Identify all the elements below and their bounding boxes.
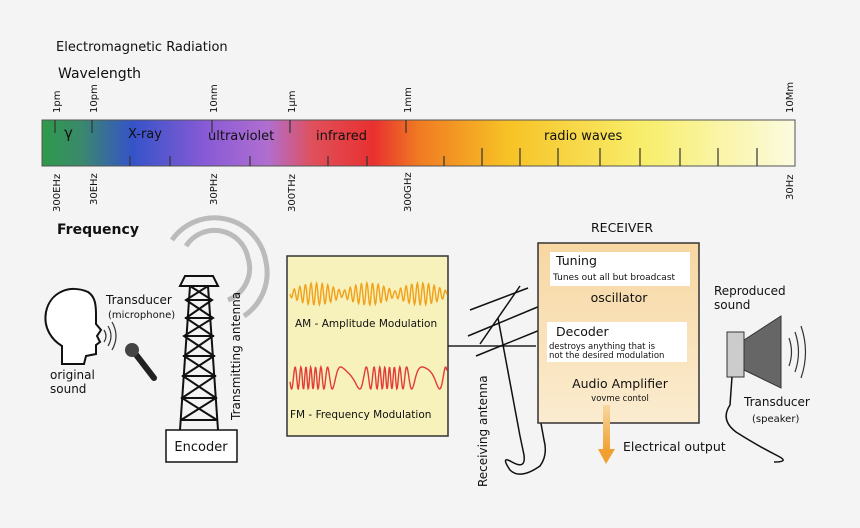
volume-label: vovme contol (591, 394, 649, 404)
decoder-desc-1: destroys anything that is (549, 342, 656, 352)
microphone-icon (125, 343, 157, 381)
am-label: AM - Amplitude Modulation (295, 318, 437, 330)
tuning-label: Tuning (555, 253, 597, 268)
receiver-title: RECEIVER (591, 220, 653, 235)
transmitting-tower-icon (178, 275, 220, 431)
reproduced-sound-label-2: sound (714, 298, 750, 312)
reproduced-sound-label-1: Reproduced (714, 284, 786, 298)
frequency-tick-30EHz: 30EHz (89, 173, 100, 205)
band-xray: X-ray (128, 127, 162, 142)
band-infrared: infrared (316, 129, 367, 144)
broadcast-waves-icon (169, 215, 270, 319)
original-sound-label-2: sound (50, 382, 86, 396)
wavelength-tick-10Mm: 10Mm (785, 82, 796, 113)
receiving-antenna-label: Receiving antenna (476, 375, 490, 487)
band-ultraviolet: ultraviolet (208, 129, 274, 144)
encoder-label: Encoder (174, 440, 228, 455)
electrical-output-label: Electrical output (623, 439, 726, 454)
frequency-tick-300THz: 300THz (287, 174, 298, 212)
transducer-mic-label: Transducer (105, 293, 172, 307)
microphone-label: (microphone) (108, 310, 175, 321)
head-icon (44, 287, 103, 365)
audio-amplifier-label: Audio Amplifier (572, 376, 669, 391)
voice-waves-icon (103, 321, 117, 351)
encoder-box (165, 429, 238, 463)
fm-wave (289, 364, 448, 391)
tuning-box (550, 252, 690, 286)
wavelength-tick-1pm: 1pm (52, 91, 63, 113)
speaker-label: (speaker) (752, 414, 799, 425)
frequency-label: Frequency (57, 222, 139, 238)
output-arrow-shaft (603, 405, 610, 451)
output-arrow-head (598, 449, 615, 464)
frequency-tick-30PHz: 30PHz (209, 173, 220, 205)
wavelength-tick-10pm: 10pm (89, 84, 100, 113)
receiving-antenna-icon (467, 285, 547, 475)
frequency-tick-300GHz: 300GHz (403, 172, 414, 212)
band-radio: radio waves (544, 129, 623, 144)
am-wave (289, 280, 448, 308)
diagram-title: Electromagnetic Radiation (56, 40, 228, 55)
speaker-icon (726, 315, 782, 389)
decoder-box (547, 322, 687, 362)
spectrum-ticks (54, 120, 758, 166)
tuning-desc: Tunes out all but broadcast (552, 273, 676, 283)
fm-label: FM - Frequency Modulation (290, 409, 431, 421)
wavelength-tick-1mm: 1mm (403, 87, 414, 113)
wavelength-label: Wavelength (58, 66, 141, 82)
original-sound-label-1: original (50, 368, 95, 382)
oscillator-label: oscillator (591, 290, 649, 305)
transducer-speaker-label: Transducer (743, 395, 810, 409)
spectrum-bar (41, 119, 796, 167)
wavelength-tick-1um: 1μm (287, 91, 298, 113)
speaker-waves-icon (788, 325, 807, 379)
decoder-desc-2: not the desired modulation (549, 351, 664, 361)
band-gamma: γ (64, 124, 73, 142)
speaker-cable (725, 376, 784, 463)
frequency-tick-300EHz: 300EHz (52, 174, 63, 212)
decoder-label: Decoder (556, 324, 609, 339)
wavelength-tick-10nm: 10nm (209, 84, 220, 113)
frequency-tick-30Hz: 30Hz (785, 175, 796, 201)
transmitting-antenna-label: Transmitting antenna (229, 292, 243, 421)
